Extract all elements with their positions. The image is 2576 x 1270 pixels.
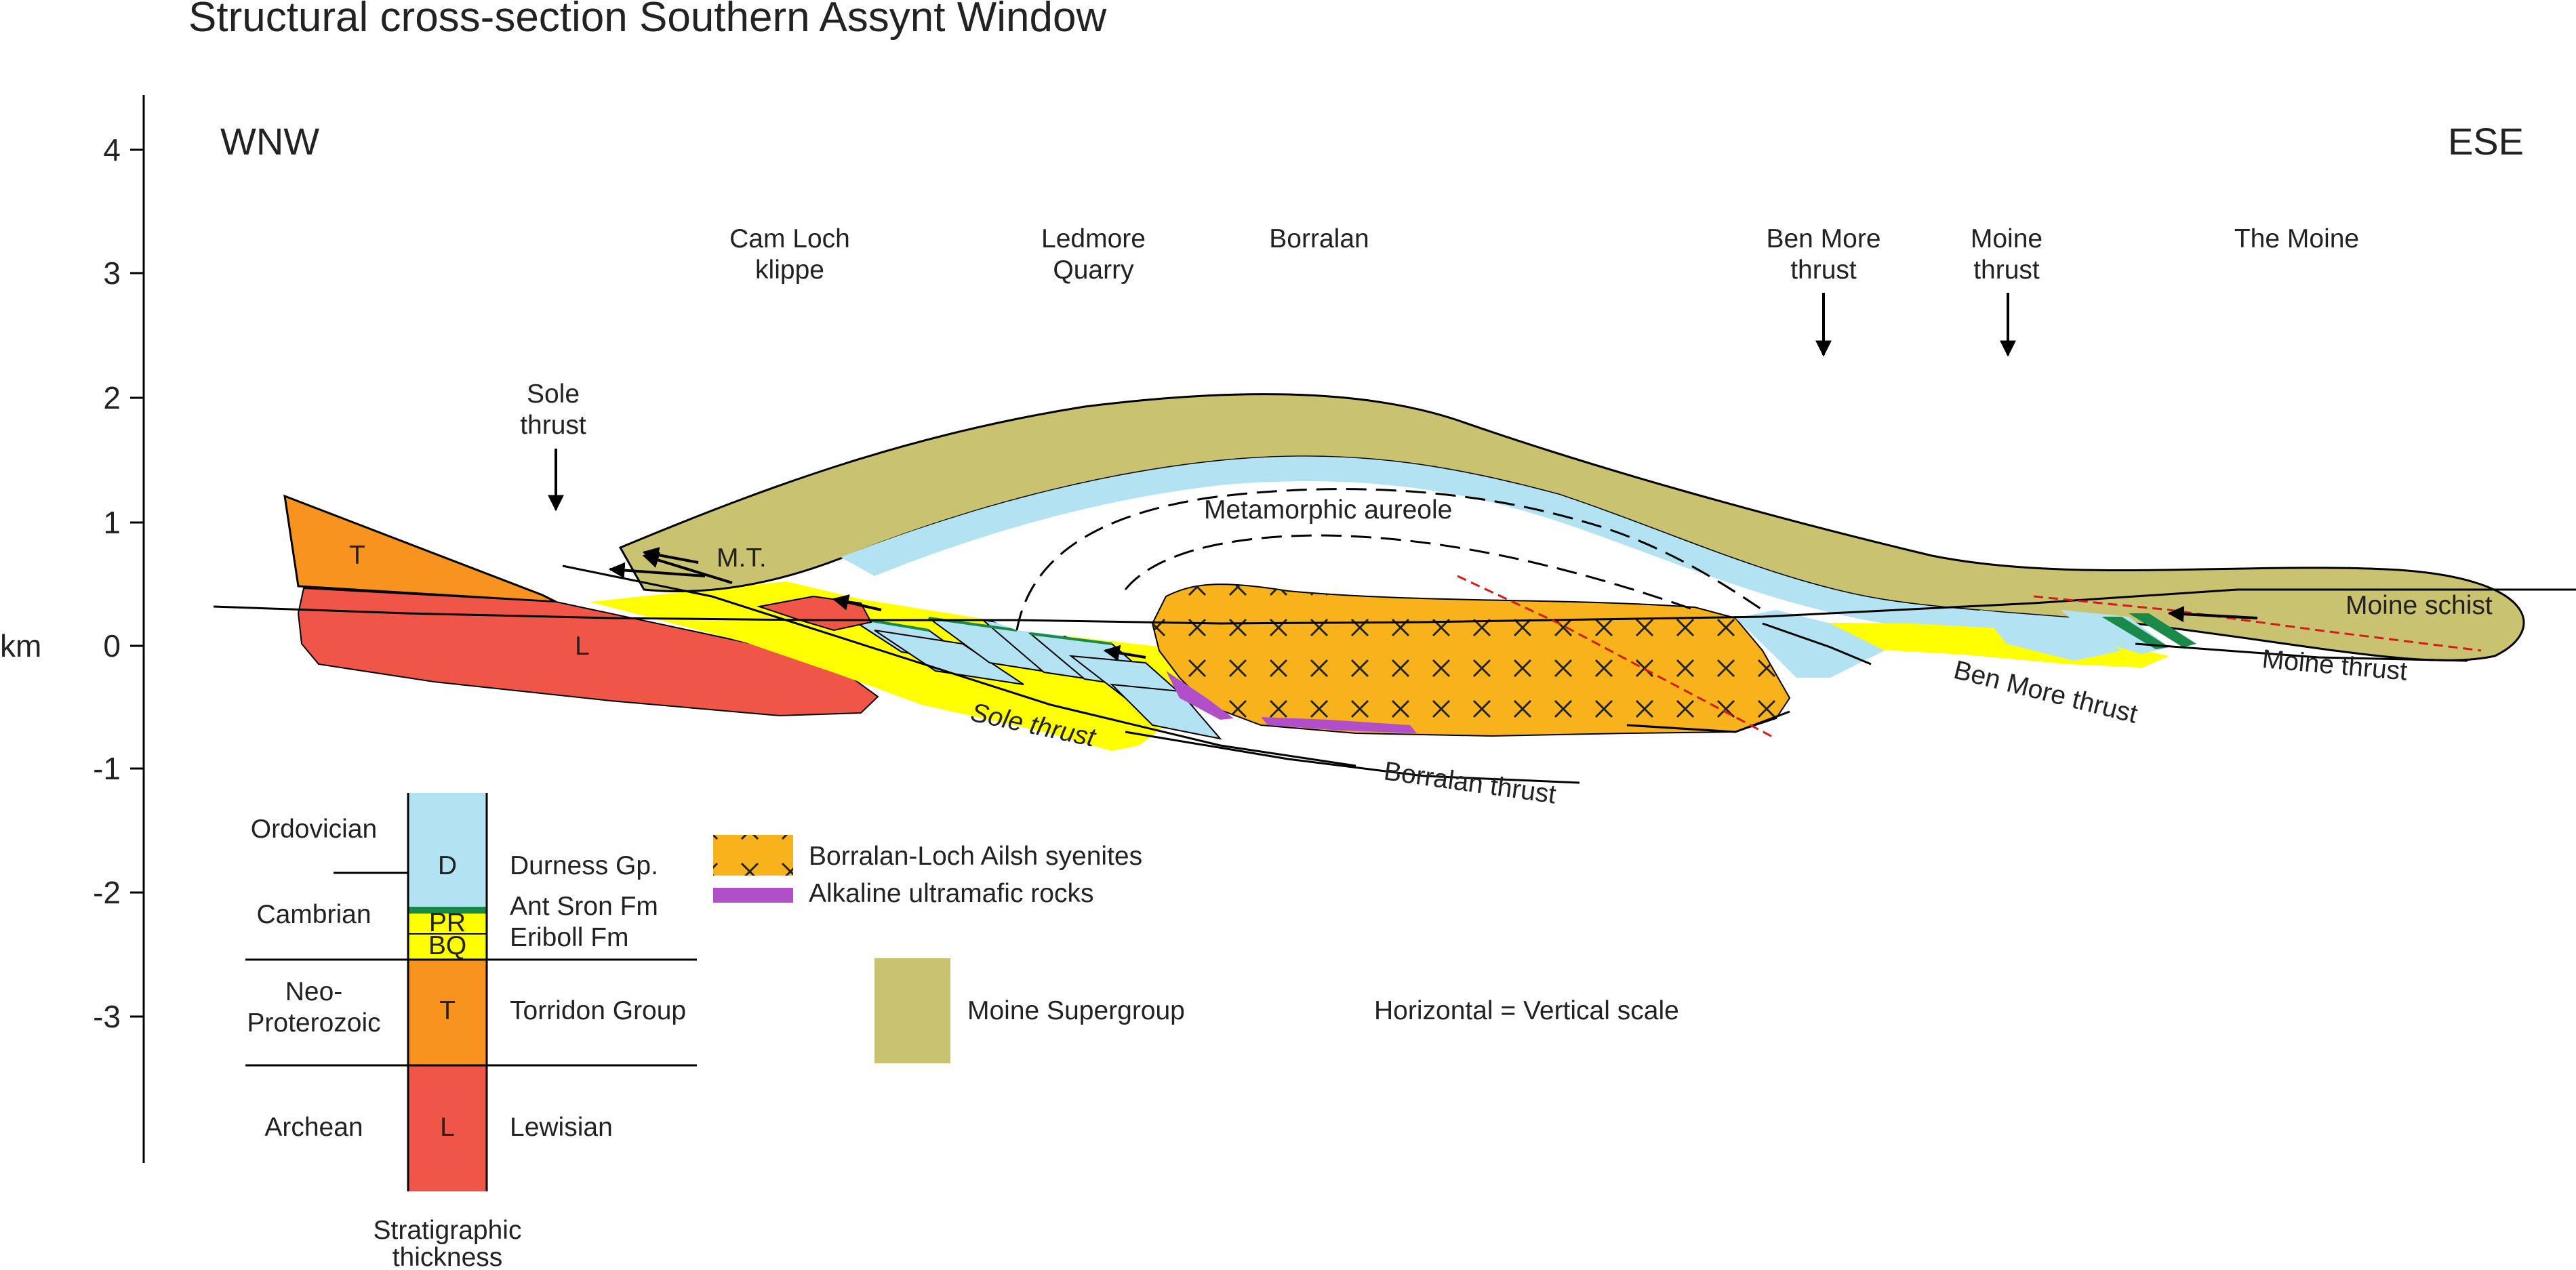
borralan-thrust-label: Borralan thrust [1382, 756, 1558, 809]
formation-torridon: Torridon Group [510, 996, 686, 1025]
column-unit-T: T [439, 996, 456, 1025]
locality-moine: Moine [1971, 224, 2042, 253]
tick-label: 3 [103, 255, 121, 291]
ultramafic-lens [1166, 671, 1234, 720]
legend-moine-label: Moine Supergroup [967, 996, 1185, 1025]
locality-the-moine: The Moine [2234, 224, 2359, 253]
red-fault-lines [1457, 575, 2482, 740]
tick-label: -2 [93, 875, 121, 910]
aureole-dashed [1015, 488, 1763, 631]
formation-lewisian: Lewisian [510, 1113, 613, 1142]
tick-label: -1 [93, 751, 121, 786]
locality-cam-loch-2: klippe [755, 255, 824, 285]
figure-title: Structural cross-section Southern Assynt… [188, 0, 1106, 41]
tick-label: 4 [103, 132, 121, 167]
moine-zone-blue [1979, 610, 2122, 661]
mt-label: M.T. [717, 544, 767, 573]
formation-eriboll: Eriboll Fm [510, 923, 629, 952]
torridon-wedge [283, 494, 557, 603]
ben-more-thrust-label: Ben More thrust [1951, 655, 2141, 729]
locality-cam-loch: Cam Loch [729, 224, 850, 253]
era-archean: Archean [264, 1113, 363, 1142]
column-unit-D: D [438, 851, 457, 880]
locality-labels: Cam Loch klippe Ledmore Quarry Borralan … [729, 224, 2359, 357]
legend-ultramafic-label: Alkaline ultramafic rocks [809, 879, 1093, 908]
vertical-axis: 4 3 2 1 0 -1 -2 -3 km [0, 95, 145, 1163]
metamorphic-aureole-label: Metamorphic aureole [1204, 495, 1452, 525]
moine-schist-label: Moine schist [2346, 591, 2493, 620]
legend-syenite-label: Borralan-Loch Ailsh syenites [809, 842, 1142, 871]
formation-ant-sron: Ant Sron Fm [510, 892, 658, 921]
legend: Borralan-Loch Ailsh syenites Alkaline ul… [713, 835, 1679, 1063]
locality-ledmore: Ledmore [1041, 224, 1146, 253]
era-neoproterozoic-2: Proterozoic [247, 1008, 380, 1038]
era-cambrian: Cambrian [256, 900, 371, 929]
column-caption: Stratigraphic [374, 1216, 522, 1245]
locality-borralan: Borralan [1269, 224, 1369, 253]
moine-zone-green [2061, 610, 2169, 654]
column-caption-2: thickness [393, 1243, 503, 1270]
column-unit-BQ: BQ [428, 931, 466, 960]
transport-arrows [608, 547, 2258, 661]
era-neoproterozoic: Neo- [285, 977, 343, 1006]
lewisian-label: L [575, 632, 590, 661]
tick-label: 2 [103, 380, 121, 415]
locality-moine-2: thrust [1973, 255, 2040, 285]
tick-label: -3 [93, 999, 121, 1034]
formation-durness: Durness Gp. [510, 851, 658, 880]
direction-wnw: WNW [220, 120, 319, 163]
column-unit-L: L [440, 1113, 455, 1142]
direction-ese: ESE [2448, 120, 2524, 163]
locality-ben-more-2: thrust [1790, 255, 1857, 285]
sole-thrust-label-top: Sole [527, 380, 580, 409]
scale-note: Horizontal = Vertical scale [1374, 996, 1679, 1025]
torridon-label: T [349, 541, 365, 570]
ultramafic-lens-2 [1261, 717, 1417, 733]
cross-section: T L M.T. Metamorphic aureole Sole thrust… [213, 393, 2576, 810]
tick-label: 0 [103, 628, 121, 663]
locality-ledmore-2: Quarry [1053, 255, 1134, 285]
era-ordovician: Ordovician [251, 815, 377, 844]
column-unit-PR: PR [429, 908, 466, 937]
legend-swatch-ultramafic [713, 888, 793, 903]
fault-lines [213, 565, 2576, 784]
durness-band [841, 456, 2156, 651]
axis-unit-label: km [0, 628, 41, 663]
ant-sron-green-strip-2 [2129, 613, 2196, 647]
legend-swatch-moine [874, 958, 950, 1063]
locality-ben-more: Ben More [1766, 224, 1880, 253]
ant-sron-green-strip [2101, 617, 2169, 649]
stratigraphic-column: D PR BQ T L Ordovician Cambrian Neo- Pro… [245, 793, 697, 1270]
sole-thrust-label-top-2: thrust [520, 411, 586, 440]
tick-label: 1 [103, 505, 121, 540]
